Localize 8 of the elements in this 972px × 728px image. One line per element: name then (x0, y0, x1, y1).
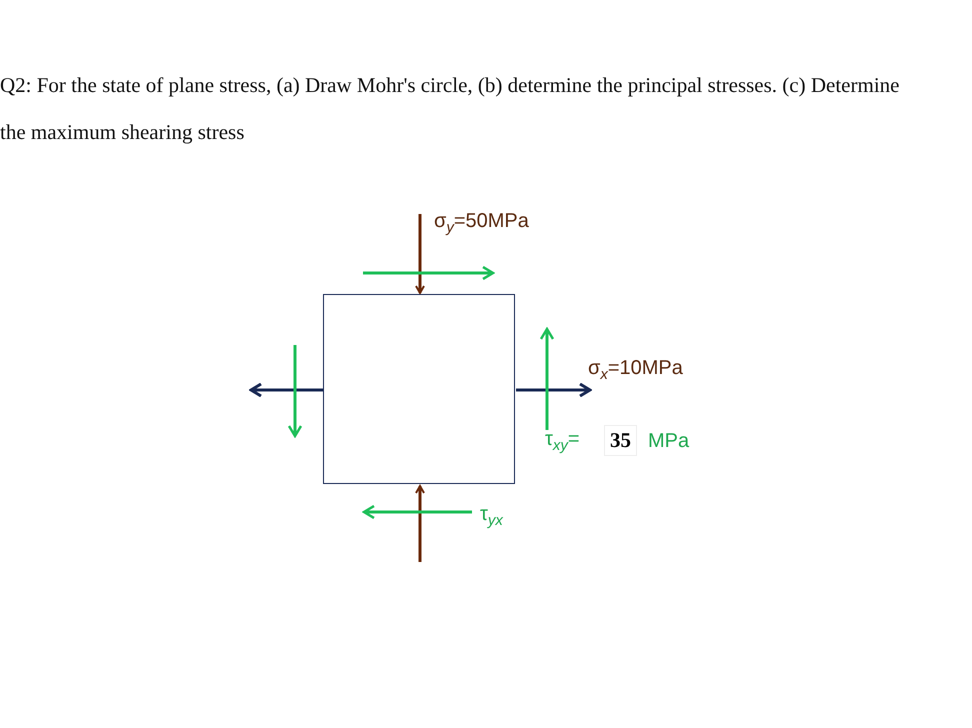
stress-label: τ$_{yx}$ (480, 503, 503, 529)
question-text: Q2: For the state of plane stress, (a) Draw Mohr's circle, (b) determine the principal stresses. (c) Determine the maximum shearing stress (0, 72, 900, 146)
unit-label: MPa (648, 430, 690, 453)
stress-element (323, 294, 515, 484)
answer-box: 35 (604, 425, 637, 456)
stress-label: σ$_{x}$=10MPa (588, 357, 683, 383)
stress-label: σ$_{y}$=50MPa (434, 210, 529, 236)
stress-label: τ$_{xy}$= (545, 428, 580, 454)
